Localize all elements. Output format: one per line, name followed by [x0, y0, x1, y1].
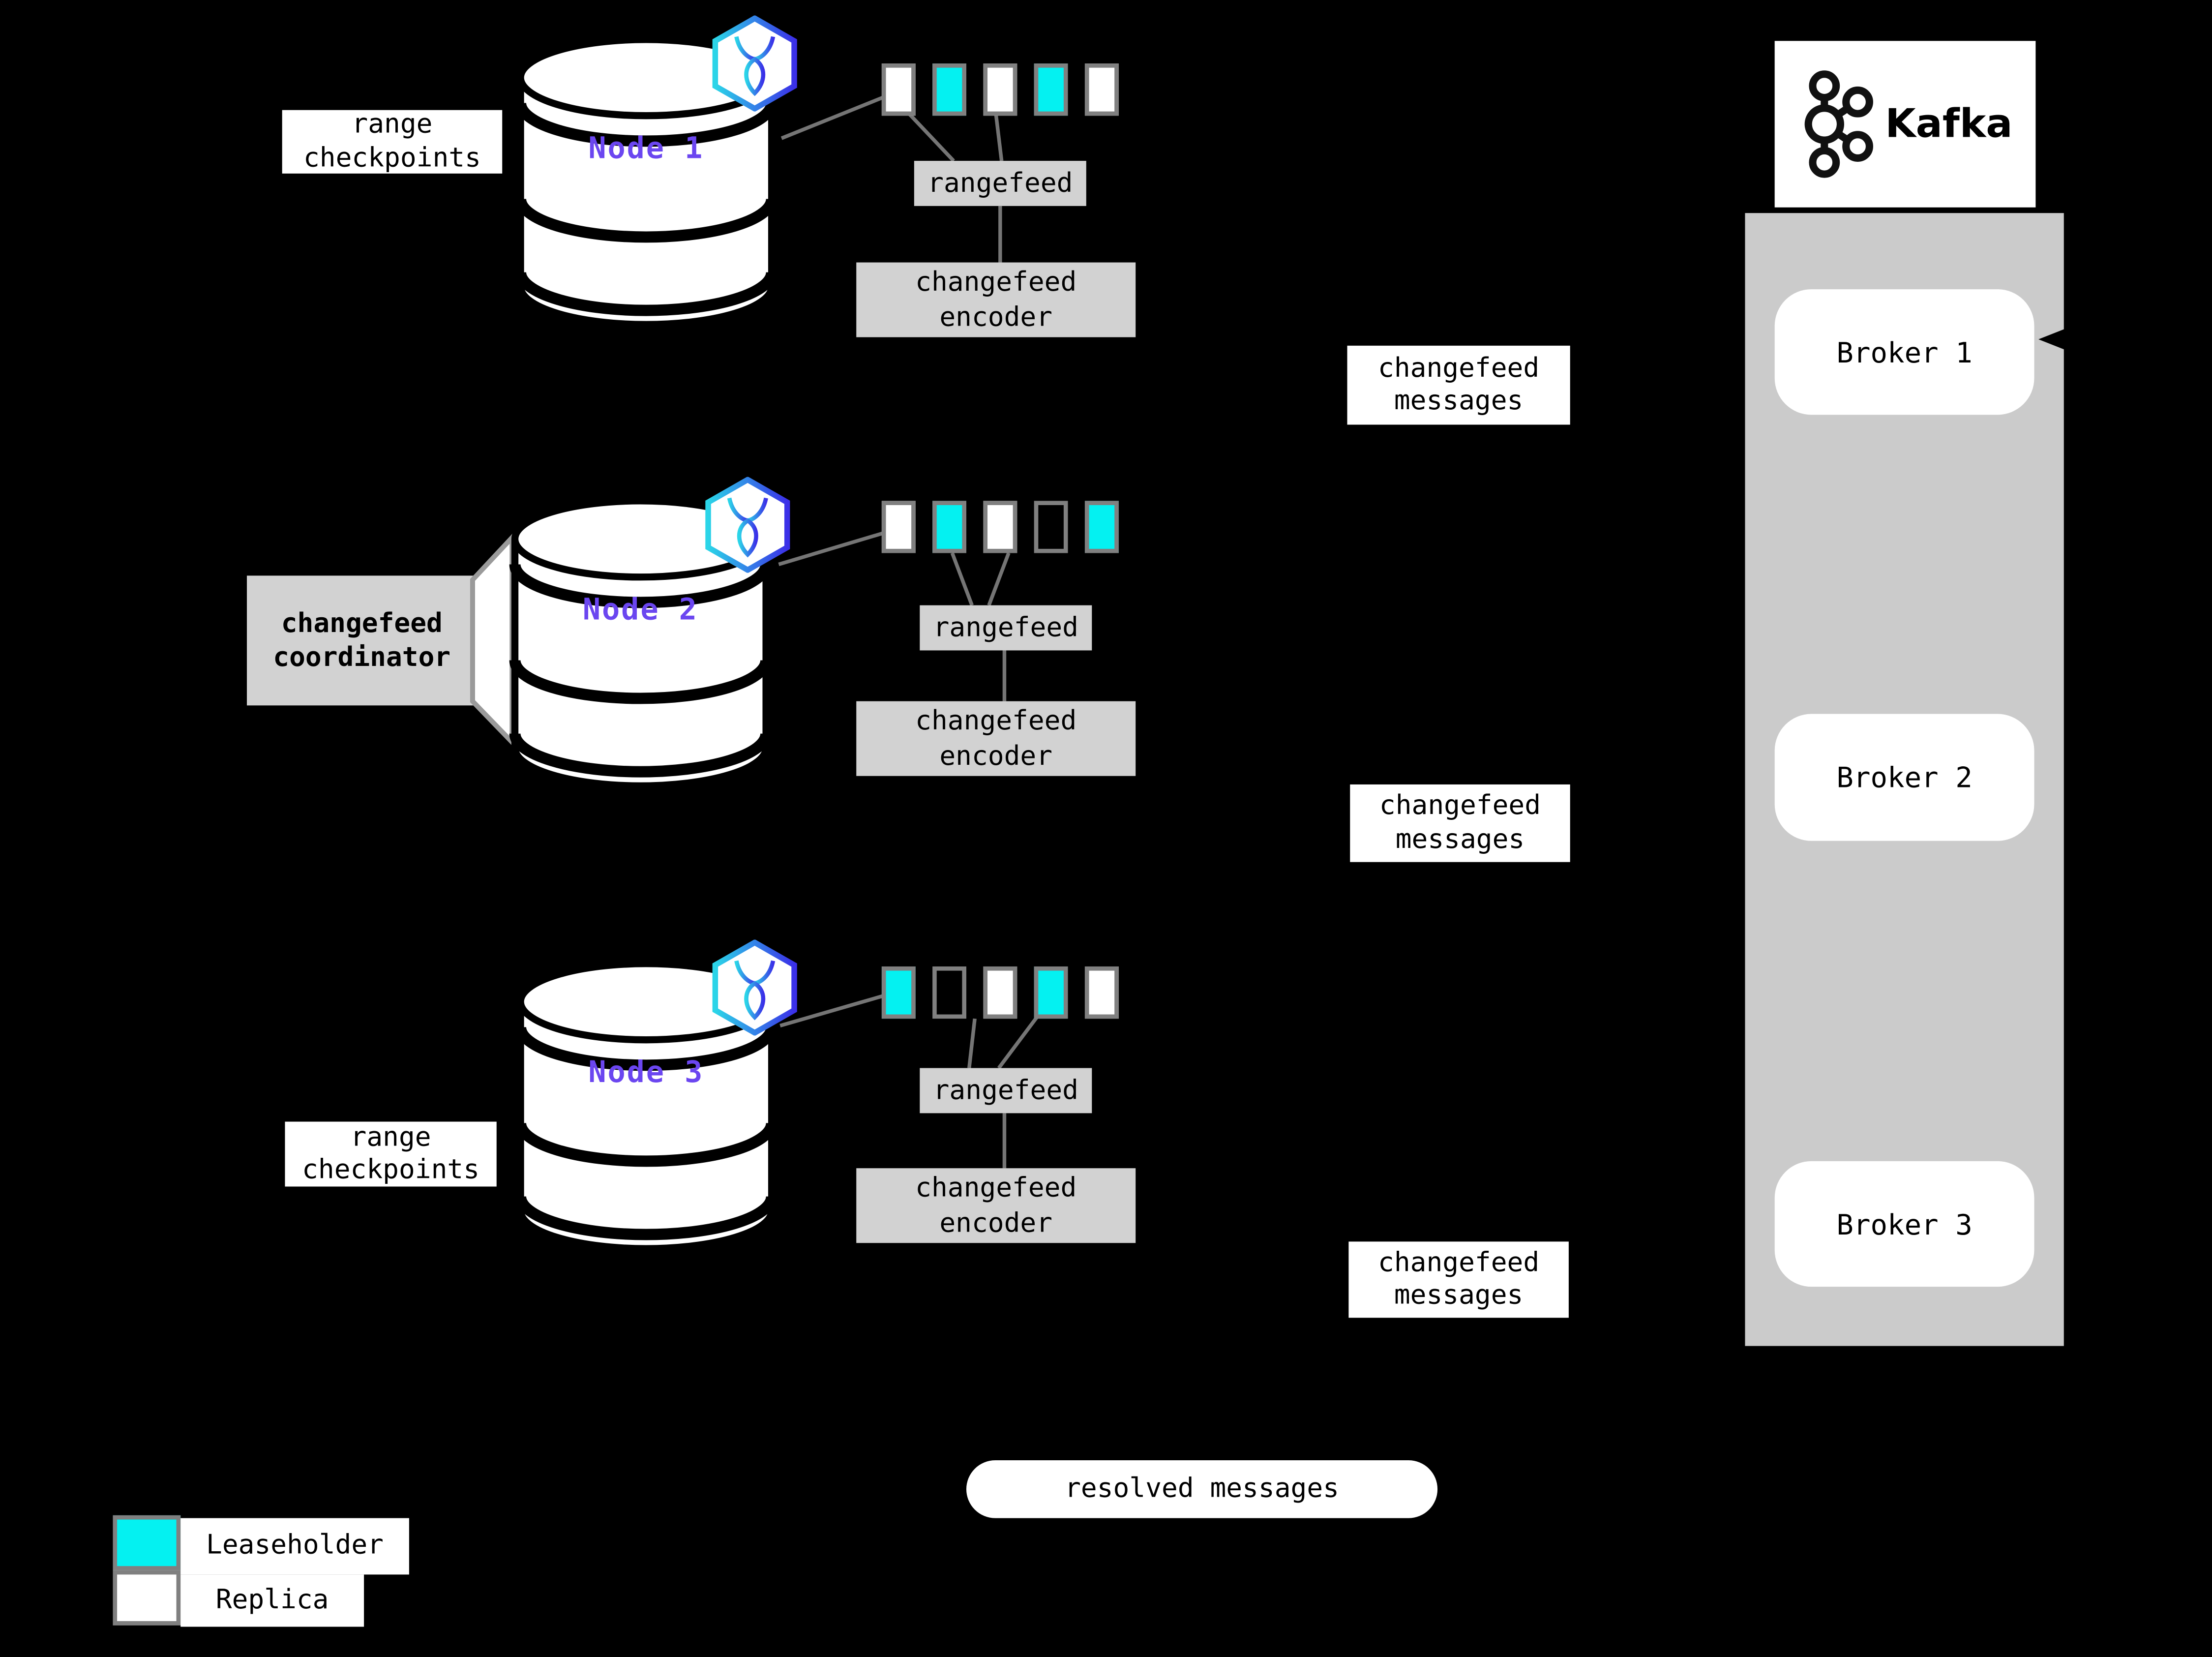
range-square	[881, 501, 916, 553]
range-checkpoints-label-1: range checkpoints	[282, 109, 503, 174]
coordinator-chevron	[470, 533, 515, 748]
range-square	[983, 966, 1017, 1019]
kafka-logo-box: Kafka	[1774, 41, 2036, 208]
range-square	[932, 501, 966, 553]
cockroachdb-badge-icon	[705, 477, 790, 573]
range-square	[881, 63, 916, 116]
cockroachdb-badge-icon	[712, 939, 797, 1036]
rangefeed-box-1: rangefeed	[914, 161, 1086, 206]
line-range-to-rangefeed-3a	[967, 1018, 977, 1068]
line-range-to-rangefeed-2a	[950, 552, 974, 606]
changefeed-messages-label-1: changefeed messages	[1347, 345, 1570, 425]
line-range-to-rangefeed-1b	[994, 114, 1004, 161]
rangefeed-label: rangefeed	[933, 612, 1078, 643]
broker-1-label: Broker 1	[1836, 335, 1973, 369]
line-node2-to-range	[778, 530, 888, 567]
encoder-label: changefeed encoder	[915, 267, 1077, 332]
legend-swatch-replica	[113, 1570, 181, 1626]
cockroachdb-badge-icon	[712, 15, 797, 112]
encoder-label: changefeed encoder	[915, 1173, 1077, 1238]
broker-1: Broker 1	[1774, 289, 2034, 415]
range-square	[1034, 501, 1068, 553]
legend-label-leaseholder: Leaseholder	[180, 1518, 409, 1575]
range-square	[1084, 63, 1119, 116]
broker-3: Broker 3	[1774, 1161, 2034, 1287]
resolved-messages-text: resolved messages	[1065, 1473, 1339, 1504]
rangefeed-label: rangefeed	[927, 167, 1073, 199]
range-checkpoints-label-2: range checkpoints	[285, 1121, 497, 1187]
node1-label: Node 1	[588, 131, 704, 165]
resolved-messages-pill: resolved messages	[966, 1460, 1438, 1518]
changefeed-coordinator-text: changefeed coordinator	[273, 607, 451, 673]
line-range-to-rangefeed-2b	[987, 552, 1011, 606]
broker-3-label: Broker 3	[1836, 1207, 1973, 1241]
line-node3-to-range	[779, 993, 888, 1028]
kafka-title: Kafka	[1885, 100, 2013, 147]
rangefeed-box-3: rangefeed	[920, 1068, 1092, 1114]
changefeed-coordinator-box: changefeed coordinator	[247, 575, 477, 706]
range-square	[1084, 966, 1119, 1019]
legend-leaseholder-text: Leaseholder	[206, 1530, 384, 1561]
changefeed-messages-label-2: changefeed messages	[1350, 784, 1570, 862]
node1-cylinder	[515, 36, 777, 328]
changefeed-encoder-box-1: changefeed encoder	[856, 262, 1136, 337]
range-square	[983, 501, 1017, 553]
broker-2-label: Broker 2	[1836, 760, 1973, 795]
changefeed-encoder-box-3: changefeed encoder	[856, 1168, 1136, 1243]
legend-label-replica: Replica	[180, 1574, 364, 1627]
arrowhead-icon	[2038, 329, 2065, 350]
range-square	[1034, 63, 1068, 116]
changefeed-encoder-box-2: changefeed encoder	[856, 701, 1136, 776]
kafka-logo-icon	[1805, 70, 1874, 178]
changefeed-messages-text: changefeed messages	[1378, 352, 1540, 417]
node3-cylinder	[515, 960, 777, 1252]
range-square	[1084, 501, 1119, 553]
legend-swatch-leaseholder	[113, 1515, 181, 1570]
range-square	[1034, 966, 1068, 1019]
node3-label: Node 3	[588, 1055, 704, 1089]
broker-2: Broker 2	[1774, 714, 2034, 841]
rangefeed-label: rangefeed	[933, 1075, 1078, 1106]
changefeed-messages-text: changefeed messages	[1379, 790, 1541, 854]
legend-replica-text: Replica	[215, 1584, 329, 1616]
range-square	[932, 63, 966, 116]
range-checkpoints-text: range checkpoints	[303, 109, 481, 173]
node2-label: Node 2	[582, 592, 698, 627]
range-square	[983, 63, 1017, 116]
rangefeed-box-2: rangefeed	[920, 605, 1092, 651]
changefeed-messages-text: changefeed messages	[1378, 1247, 1540, 1311]
range-checkpoints-text: range checkpoints	[302, 1121, 480, 1185]
encoder-label: changefeed encoder	[915, 705, 1077, 771]
range-square	[881, 966, 916, 1019]
range-square	[932, 966, 966, 1019]
node2-cylinder	[509, 497, 772, 789]
line-range-to-rangefeed-1a	[903, 107, 955, 162]
line-range-to-rangefeed-3b	[997, 1010, 1043, 1069]
line-node1-to-range	[780, 92, 891, 140]
changefeed-messages-label-3: changefeed messages	[1348, 1241, 1569, 1318]
